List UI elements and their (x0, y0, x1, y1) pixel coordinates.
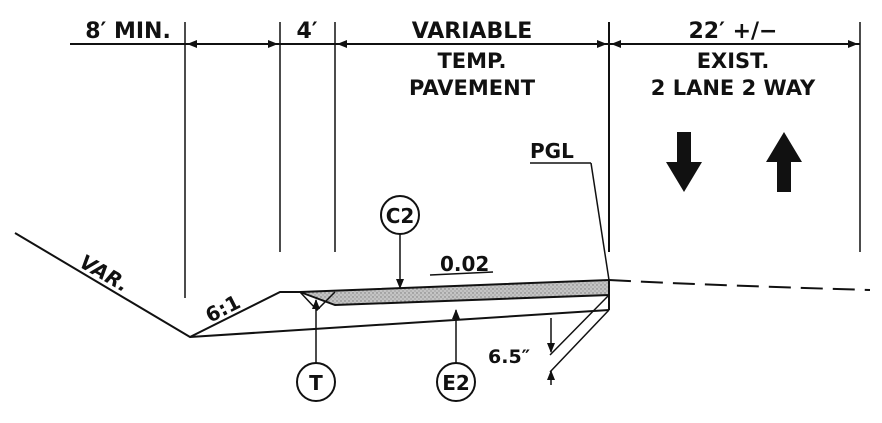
thickness-ext-bottom (549, 309, 610, 373)
cross-slope-underline (429, 271, 494, 276)
dim-gap-label: 4′ (296, 19, 317, 44)
pgl-leader (590, 162, 610, 281)
ground-profile (14, 232, 300, 339)
dim-temp-pavement-line-3: PAVEMENT (409, 76, 536, 100)
t-joint-wedge (299, 291, 336, 312)
slope-ratio-label: 6:1 (201, 290, 244, 328)
dim-temp-pavement-line-2: TEMP. (437, 49, 506, 73)
temp-pavement-section (299, 278, 610, 307)
dim-existing-line-1: 22′ +/− (689, 19, 778, 44)
dim-existing-line-2: EXIST. (697, 49, 770, 73)
arrow-up-icon (766, 132, 802, 192)
var-label: VAR. (76, 250, 134, 297)
dim-shoulder-label: 8′ MIN. (85, 19, 171, 44)
existing-pavement-dashed (608, 279, 871, 291)
callout-e2-label: E2 (442, 371, 470, 395)
dim-temp-pavement-line-1: VARIABLE (412, 19, 533, 44)
callout-c2-label: C2 (386, 204, 415, 228)
arrow-down-icon (666, 132, 702, 192)
pgl-label: PGL (530, 139, 574, 163)
callout-t-label: T (309, 371, 323, 395)
thickness-ext-top (549, 294, 610, 356)
subgrade-line (189, 309, 610, 338)
thickness-label: 6.5″ (488, 346, 531, 368)
dim-existing-line-3: 2 LANE 2 WAY (651, 76, 816, 100)
